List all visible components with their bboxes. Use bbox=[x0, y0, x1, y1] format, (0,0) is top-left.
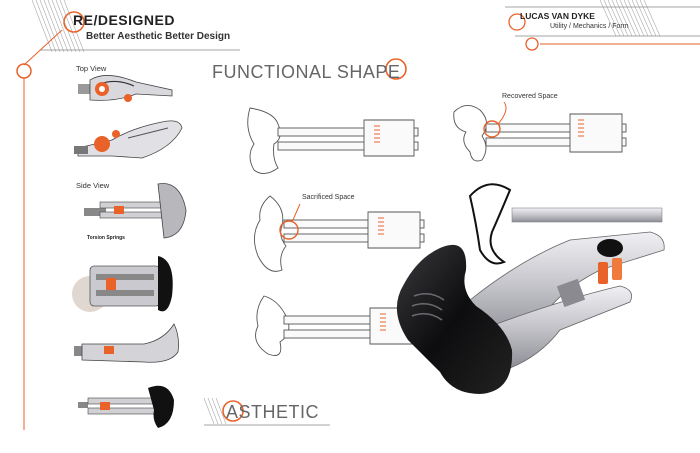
sketch-1 bbox=[247, 107, 419, 174]
aesthetic-heading: ASTHETIC bbox=[226, 402, 320, 422]
aesthetic-accent-circle-icon bbox=[222, 400, 244, 422]
render-outline bbox=[468, 183, 512, 265]
sketch-4 bbox=[453, 105, 627, 162]
side-view-label: Side View bbox=[76, 181, 110, 190]
page-subtitle: Better Aesthetic Better Design bbox=[86, 31, 231, 42]
page-title: RE/DESIGNED bbox=[73, 12, 175, 28]
thumb-side-view-3 bbox=[78, 385, 174, 428]
torsion-springs-label: Torsion Springs bbox=[87, 235, 125, 241]
sketch-2 bbox=[254, 195, 425, 272]
thumb-top-view-1 bbox=[78, 75, 173, 102]
top-view-label: Top View bbox=[76, 64, 107, 73]
author-accent-circle-icon bbox=[508, 13, 526, 31]
hatch-aesthetic bbox=[203, 397, 227, 425]
thumb-photo bbox=[72, 256, 173, 312]
sacrificed-circle-icon bbox=[279, 220, 299, 240]
left-accent-circle-icon bbox=[16, 63, 32, 79]
render-handle bbox=[396, 244, 513, 394]
hatch-top-left bbox=[31, 0, 85, 53]
thumb-side-view-1 bbox=[84, 183, 187, 239]
sacrificed-space-label: Sacrificed Space bbox=[302, 194, 355, 201]
title-accent-circle-icon bbox=[63, 11, 85, 33]
recovered-space-label: Recovered Space bbox=[502, 93, 558, 100]
thumb-top-view-2 bbox=[74, 120, 183, 159]
author-accent-circle-small-icon bbox=[525, 37, 539, 51]
hatch-top-right bbox=[599, 0, 661, 37]
render-springs bbox=[598, 258, 622, 284]
thumb-side-view-2 bbox=[74, 323, 179, 363]
left-accent-line bbox=[16, 29, 63, 430]
functional-shape-heading: FUNCTIONAL SHAPE bbox=[212, 62, 401, 82]
recovered-circle-icon bbox=[483, 120, 501, 138]
render-lower-arm bbox=[479, 285, 633, 369]
functional-accent-circle-icon bbox=[385, 58, 407, 80]
author-name: LUCAS VAN DYKE bbox=[520, 11, 595, 21]
author-tags: Utility / Mechanics / Form bbox=[550, 23, 629, 30]
render-pivot-knob bbox=[597, 239, 623, 257]
